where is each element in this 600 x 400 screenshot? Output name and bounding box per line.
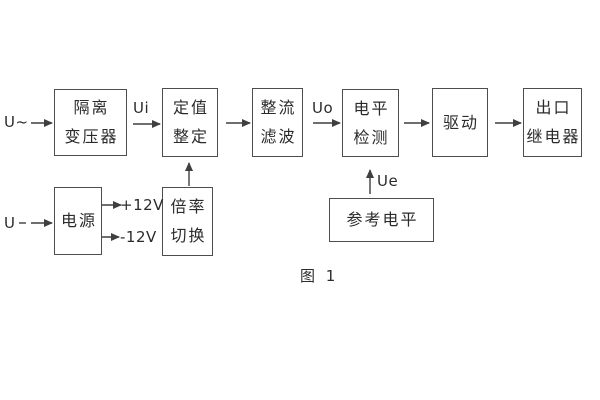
block-level-detection: 电平 检测: [342, 89, 399, 157]
block-label: 驱动: [442, 112, 479, 132]
block-label: 定值: [172, 98, 209, 117]
block-label: 整流: [260, 98, 297, 117]
signal-label-minus12v: -12V: [120, 228, 157, 246]
block-output-relay: 出口 继电器: [523, 88, 582, 157]
signal-label-uo: Uo: [312, 99, 334, 117]
block-label: 继电器: [526, 127, 581, 146]
block-label: 检测: [353, 127, 390, 147]
block-label: 出口: [535, 98, 572, 117]
block-rectifier-filter: 整流 滤波: [252, 88, 303, 157]
signal-label-plus12v: +12V: [120, 196, 164, 214]
figure-caption: 图 1: [300, 267, 339, 285]
block-setpoint-adjust: 定值 整定: [162, 88, 218, 157]
block-label: 电平: [353, 98, 390, 118]
block-label: 电源: [60, 211, 97, 230]
block-drive: 驱动: [432, 88, 488, 157]
signal-label-ui: Ui: [133, 99, 150, 117]
signal-label-ue: Ue: [377, 172, 399, 190]
signal-label-ac-input: U~: [4, 113, 29, 131]
block-ratio-switch: 倍率 切换: [162, 187, 213, 256]
block-label: 倍率: [170, 197, 207, 216]
block-label: 滤波: [260, 127, 297, 146]
block-label: 隔离: [73, 98, 110, 117]
block-power-supply: 电源: [54, 187, 102, 255]
block-label: 切换: [170, 226, 207, 245]
block-isolation-transformer: 隔离 变压器: [54, 89, 127, 156]
block-reference-level: 参考电平: [329, 198, 434, 242]
block-label: 参考电平: [346, 210, 419, 229]
block-label: 整定: [172, 127, 209, 146]
block-label: 变压器: [64, 127, 119, 146]
signal-label-dc-input: U: [4, 214, 16, 232]
